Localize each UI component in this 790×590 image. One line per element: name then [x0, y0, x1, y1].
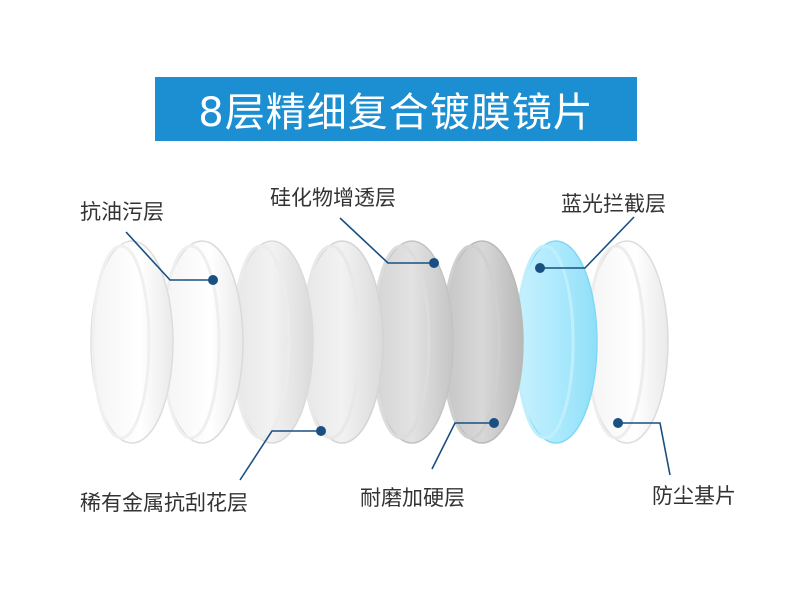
leader-anti-oil	[125, 231, 213, 281]
lens-7-blue	[514, 240, 598, 444]
lens-2	[160, 240, 244, 444]
leader-antireflect	[339, 217, 434, 264]
title-banner: 8层精细复合镀膜镜片	[155, 77, 637, 141]
leader-lines	[125, 216, 671, 481]
label-base-lens: 防尘基片	[652, 484, 736, 508]
label-antireflection-layer: 硅化物增透层	[270, 186, 396, 210]
lens-1	[90, 240, 174, 444]
dot-antireflect	[429, 258, 439, 268]
label-scratch-resistant-layer: 稀有金属抗刮花层	[80, 491, 248, 515]
lens-5	[370, 240, 454, 444]
title: 8层精细复合镀膜镜片	[198, 90, 594, 136]
leader-scratch	[239, 430, 321, 481]
dot-base	[613, 418, 623, 428]
label-hard-coating-layer: 耐磨加硬层	[360, 486, 465, 510]
label-blue-light-layer: 蓝光拦截层	[561, 192, 666, 216]
leader-dots	[208, 258, 623, 436]
label-anti-oil-layer: 抗油污层	[80, 200, 164, 224]
dot-hard	[489, 418, 499, 428]
dot-anti-oil	[208, 275, 218, 285]
leader-blue	[540, 216, 635, 269]
lens-8	[585, 240, 669, 444]
leader-base	[618, 422, 671, 476]
dot-blue	[535, 263, 545, 273]
leader-hard	[431, 422, 494, 470]
dot-scratch	[316, 426, 326, 436]
